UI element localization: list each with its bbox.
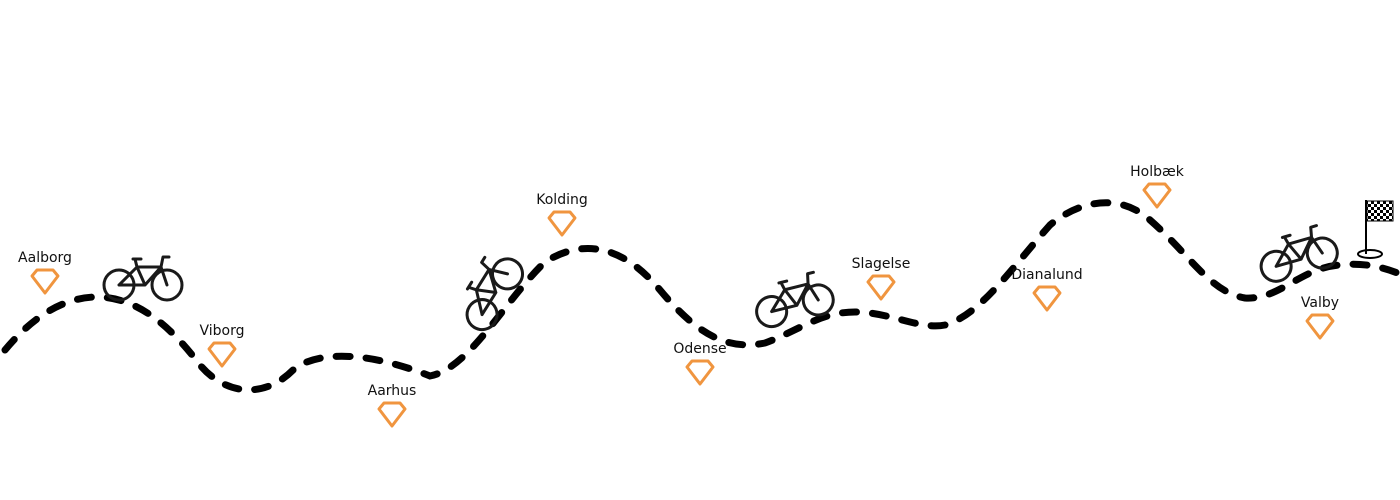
location-marker-icon — [866, 274, 896, 301]
location-marker-icon — [1142, 182, 1172, 209]
stop-label: Holbæk — [1130, 164, 1185, 180]
stop-label: Viborg — [199, 323, 244, 339]
stop-label: Valby — [1301, 295, 1339, 311]
stop-label: Odense — [673, 341, 726, 357]
stop-label: Aalborg — [18, 250, 72, 266]
location-marker-icon — [30, 268, 60, 295]
route-path — [1, 199, 1400, 394]
stop-label: Slagelse — [852, 256, 911, 272]
location-marker-icon — [685, 359, 715, 386]
location-marker-icon — [377, 401, 407, 428]
bicycle-icon — [1252, 220, 1343, 287]
location-marker-icon — [207, 341, 237, 368]
location-marker-icon — [1305, 313, 1335, 340]
location-marker-icon — [547, 210, 577, 237]
checkered-flag-icon — [1357, 200, 1394, 259]
stop-label: Dianalund — [1011, 267, 1082, 283]
bicycle-icon — [102, 255, 184, 302]
stop-markers — [30, 182, 1335, 428]
stop-label: Aarhus — [368, 383, 417, 399]
stop-label: Kolding — [536, 192, 587, 208]
location-marker-icon — [1032, 285, 1062, 312]
